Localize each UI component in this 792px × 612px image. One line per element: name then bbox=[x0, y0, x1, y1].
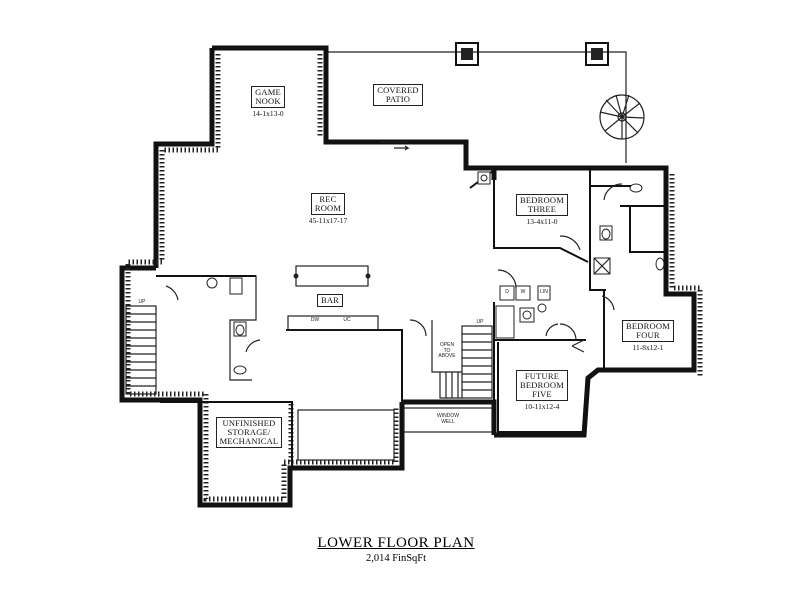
room-name-future-bedroom-five: FUTURE BEDROOM FIVE bbox=[516, 370, 568, 401]
room-dim-future-bedroom-five: 10-11x12-4 bbox=[524, 401, 560, 411]
room-covered-patio: COVERED PATIO bbox=[358, 84, 438, 107]
plan-title-block: LOWER FLOOR PLAN 2,014 FinSqFt bbox=[0, 534, 792, 564]
washer-label: W bbox=[520, 289, 526, 295]
plan-title: LOWER FLOOR PLAN bbox=[317, 535, 475, 551]
up-label-center: UP bbox=[476, 319, 484, 325]
interior-walls bbox=[156, 168, 666, 468]
patio-column-right-core bbox=[591, 48, 603, 60]
room-dim-bedroom-three: 13-4x11-0 bbox=[526, 216, 558, 226]
left-stair bbox=[125, 305, 157, 395]
exterior-walls bbox=[119, 45, 697, 508]
patio-outline bbox=[328, 51, 627, 163]
lower-void bbox=[297, 409, 395, 461]
door-swings bbox=[165, 141, 623, 353]
room-name-game-nook: GAME NOOK bbox=[251, 86, 285, 108]
room-name-rec-room: REC ROOM bbox=[310, 193, 346, 215]
room-dim-game-nook: 14-1x13-0 bbox=[252, 108, 284, 118]
room-name-bar: BAR bbox=[316, 294, 344, 307]
room-unfinished-storage: UNFINISHED STORAGE/ MECHANICAL bbox=[206, 417, 292, 449]
up-label-left: UP bbox=[138, 299, 146, 305]
patio-column-right bbox=[585, 42, 609, 66]
window-well-box bbox=[403, 407, 493, 433]
dryer-label: D bbox=[505, 289, 509, 295]
center-stair bbox=[431, 320, 493, 399]
open-to-above-label: OPEN TO ABOVE bbox=[438, 342, 456, 359]
bar-stool-right bbox=[365, 273, 371, 279]
room-future-bedroom-five: FUTURE BEDROOM FIVE 10-11x12-4 bbox=[502, 370, 582, 411]
room-dim-rec-room: 45-11x17-17 bbox=[308, 215, 348, 225]
bar-counter bbox=[295, 265, 369, 287]
patio-column-left-core bbox=[461, 48, 473, 60]
room-bedroom-four: BEDROOM FOUR 11-8x12-1 bbox=[608, 320, 688, 352]
room-bedroom-three: BEDROOM THREE 13-4x11-0 bbox=[502, 194, 582, 226]
patio-column-left bbox=[455, 42, 479, 66]
room-dim-bedroom-four: 11-8x12-1 bbox=[632, 342, 664, 352]
linen-label: LIN bbox=[540, 289, 548, 295]
dishwasher-label: DW bbox=[310, 317, 320, 323]
room-bar: BAR bbox=[300, 291, 360, 308]
room-name-unfinished-storage: UNFINISHED STORAGE/ MECHANICAL bbox=[215, 417, 283, 448]
room-name-bedroom-four: BEDROOM FOUR bbox=[622, 320, 674, 342]
fixtures bbox=[206, 171, 665, 375]
window-well-label: WINDOW WELL bbox=[437, 413, 459, 425]
room-game-nook: GAME NOOK 14-1x13-0 bbox=[228, 86, 308, 118]
room-name-covered-patio: COVERED PATIO bbox=[373, 84, 423, 106]
plan-subtitle: 2,014 FinSqFt bbox=[365, 553, 427, 564]
undercounter-label: UC bbox=[343, 317, 351, 323]
bar-stool-left bbox=[293, 273, 299, 279]
room-rec-room: REC ROOM 45-11x17-17 bbox=[278, 193, 378, 225]
spiral-stair bbox=[599, 94, 645, 140]
room-name-bedroom-three: BEDROOM THREE bbox=[516, 194, 568, 216]
